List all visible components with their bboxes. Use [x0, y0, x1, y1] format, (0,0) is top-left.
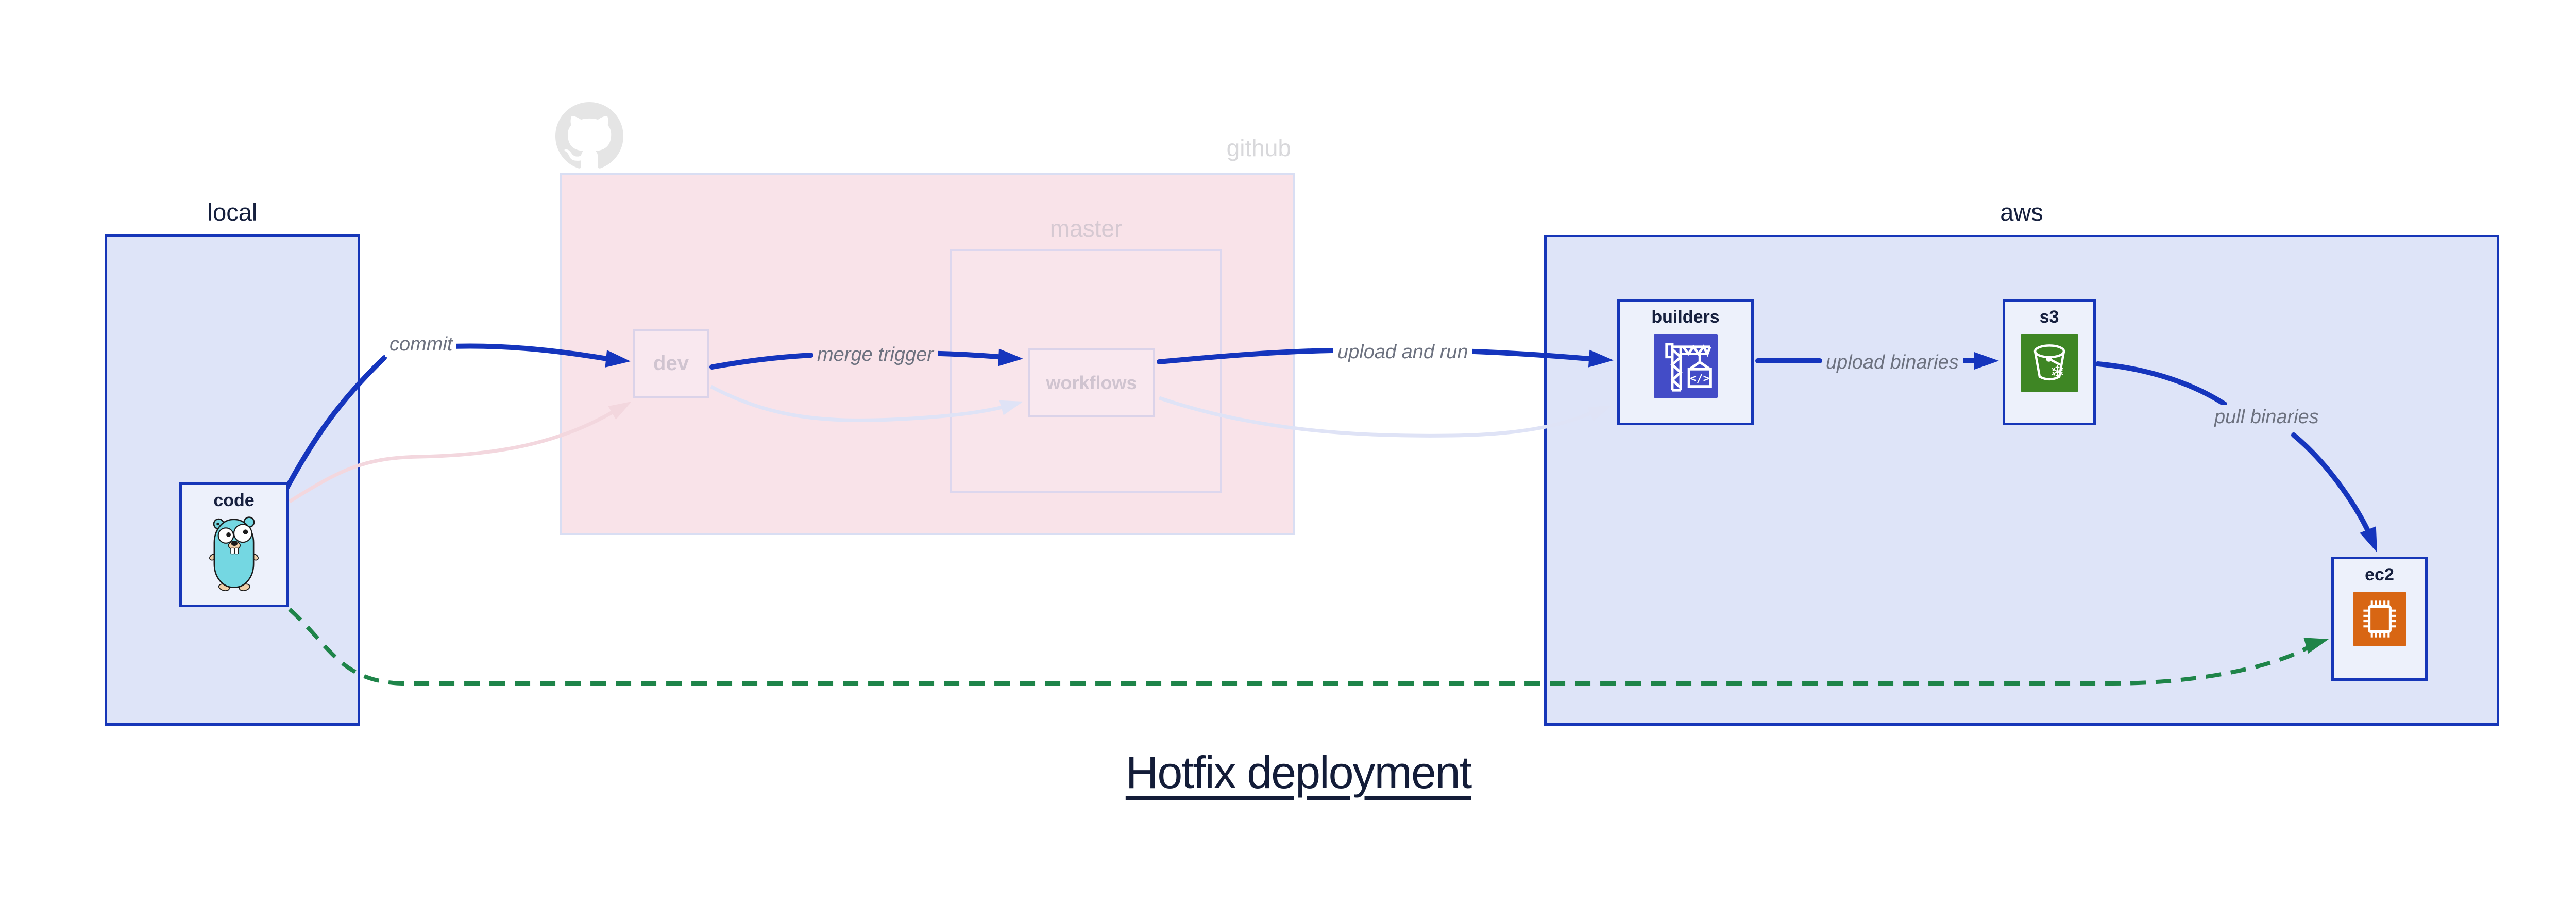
arrowhead-faded-code-to-dev — [608, 402, 632, 420]
arrowhead-pull-binaries — [2360, 526, 2377, 553]
node-ec2-label: ec2 — [2365, 565, 2394, 584]
edge-label-commit: commit — [385, 332, 457, 357]
s3-glacier-bucket-icon: ❄ — [2020, 333, 2078, 392]
edge-label-merge-trigger: merge trigger — [813, 343, 938, 368]
arrowhead-upload-binaries — [1974, 352, 1999, 370]
aws-group-label: aws — [2000, 198, 2043, 226]
arrowhead-faded-dev-to-workflows — [999, 400, 1023, 415]
ec2-chip-icon — [2353, 591, 2406, 646]
edge-faded-dev-to-workflows — [710, 385, 1011, 422]
github-octocat-icon — [555, 102, 623, 169]
codebuild-crane-icon: </> — [1653, 333, 1718, 398]
edge-faded-code-to-dev — [289, 406, 622, 503]
edge-label-pull-binaries: pull binaries — [2210, 405, 2323, 430]
master-branch-label: master — [1049, 215, 1123, 242]
edge-faded-workflows-to-builders — [1158, 396, 1601, 438]
node-workflows: workflows — [1028, 348, 1155, 417]
edge-label-upload-binaries: upload binaries — [1822, 350, 1963, 375]
github-group-label: github — [1226, 135, 1291, 161]
go-gopher-icon — [209, 516, 259, 591]
edge-commit — [284, 343, 619, 491]
arrowhead-faded-workflows-to-builders — [1587, 406, 1612, 422]
node-code-label: code — [213, 491, 255, 510]
arrowhead-upload-and-run — [1588, 349, 1614, 368]
node-dev: dev — [633, 329, 709, 398]
node-workflows-label: workflows — [1046, 372, 1137, 393]
node-s3: s3 ❄ — [2003, 299, 2096, 425]
local-group-label: local — [207, 198, 258, 226]
arrowhead-hotfix-direct — [2303, 638, 2329, 654]
diagram-title: Hotfix deployment — [1125, 747, 1472, 798]
node-code: code — [179, 482, 289, 607]
svg-text:❄: ❄ — [2050, 362, 2064, 382]
node-builders-label: builders — [1651, 307, 1720, 327]
edge-label-upload-and-run: upload and run — [1333, 340, 1472, 365]
node-builders: builders </> — [1617, 299, 1754, 425]
node-dev-label: dev — [653, 352, 689, 375]
svg-text:</>: </> — [1690, 372, 1709, 385]
edge-pull-binaries — [2095, 361, 2376, 545]
arrowhead-merge-trigger — [998, 348, 1023, 366]
arrowhead-commit — [605, 350, 631, 368]
edge-hotfix-direct — [288, 608, 2315, 686]
node-s3-label: s3 — [2039, 307, 2059, 327]
local-group-box — [105, 234, 360, 726]
node-ec2: ec2 — [2331, 557, 2428, 681]
